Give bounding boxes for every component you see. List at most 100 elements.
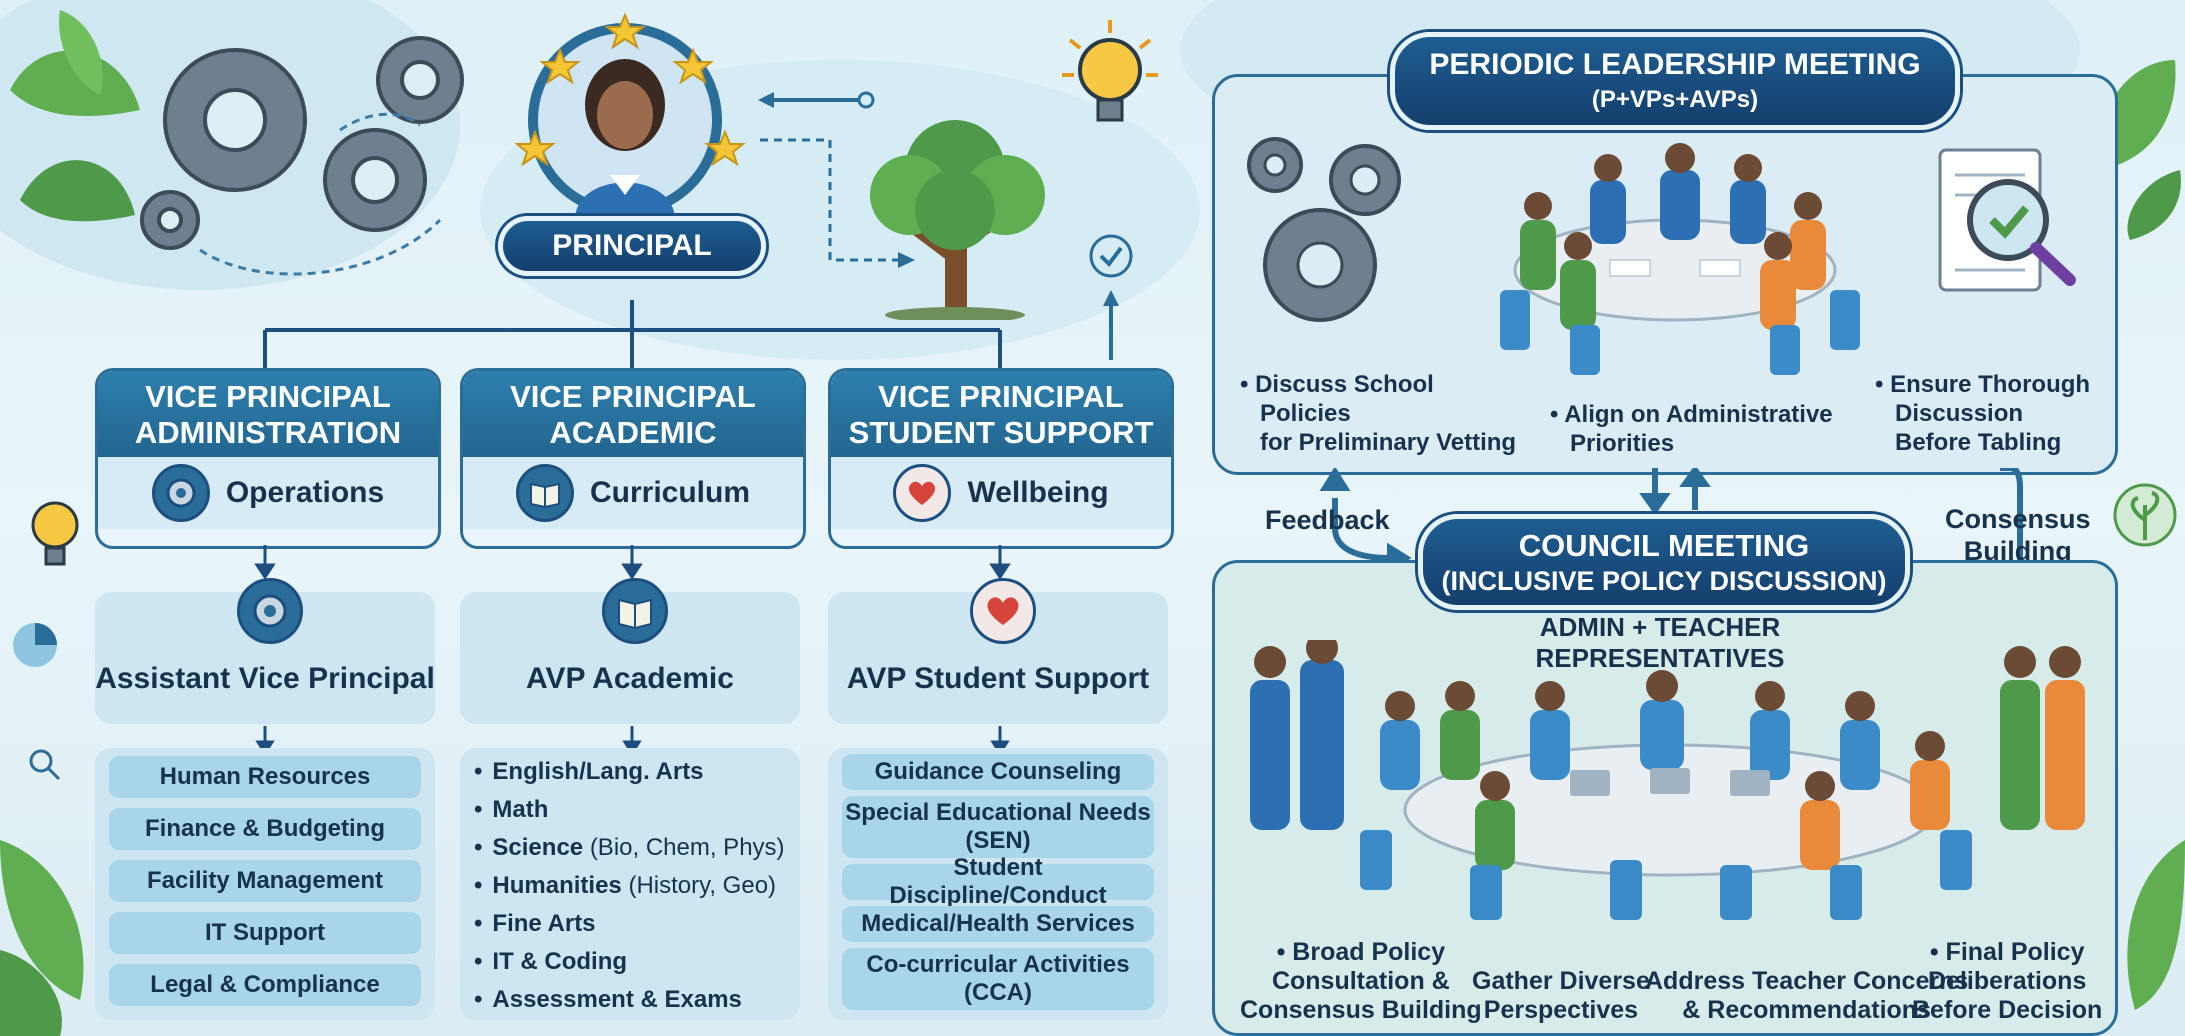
bullet-line: Address Teacher Concerns bbox=[1645, 967, 1969, 995]
vp-title-line2: STUDENT SUPPORT bbox=[848, 415, 1154, 450]
flow-arrows bbox=[1319, 468, 2036, 608]
subject-name: English/Lang. Arts bbox=[492, 758, 704, 785]
subject-detail: (History, Geo) bbox=[628, 872, 777, 899]
vp-title: VICE PRINCIPAL ADMINISTRATION bbox=[98, 371, 438, 457]
list-item-line1: Co-curricular Activities bbox=[866, 951, 1130, 978]
pie-chart-icon bbox=[13, 623, 57, 667]
vp-title-line1: VICE PRINCIPAL bbox=[878, 379, 1124, 414]
list-item: •IT & Coding bbox=[474, 948, 628, 975]
gear-icon bbox=[151, 464, 210, 522]
tree-icon bbox=[870, 120, 1045, 320]
heart-icon bbox=[970, 578, 1036, 644]
academic-subjects-list: •English/Lang. Arts •Math •Science (Bio,… bbox=[460, 748, 800, 1020]
vp-administration-card: VICE PRINCIPAL ADMINISTRATION Operations bbox=[95, 368, 441, 549]
vp-focus: Operations bbox=[98, 457, 438, 529]
subject-name: Science bbox=[492, 834, 584, 861]
leadership-title: PERIODIC LEADERSHIP MEETING bbox=[1429, 48, 1921, 81]
list-item: •Science (Bio, Chem, Phys) bbox=[474, 834, 785, 861]
vp-title: VICE PRINCIPAL ACADEMIC bbox=[463, 371, 803, 457]
leadership-meeting-title: PERIODIC LEADERSHIP MEETING (P+VPs+AVPs) bbox=[1390, 32, 1960, 130]
subject-name: IT & Coding bbox=[492, 948, 628, 975]
vp-academic-card: VICE PRINCIPAL ACADEMIC Curriculum bbox=[460, 368, 806, 549]
bullet-line: Broad Policy bbox=[1292, 938, 1446, 966]
council-title: COUNCIL MEETING bbox=[1518, 527, 1810, 563]
bullet-line: Align on Administrative bbox=[1564, 401, 1833, 428]
leadership-bullet-2: • Align on Administrative Priorities bbox=[1550, 401, 1833, 457]
list-item: •Humanities (History, Geo) bbox=[474, 872, 777, 899]
leadership-bullet-1: • Discuss School Policies for Preliminar… bbox=[1240, 371, 1517, 456]
bullet-line: & Recommendations bbox=[1682, 996, 1931, 1024]
org-connector bbox=[263, 300, 1002, 372]
vp-student-support-card: VICE PRINCIPAL STUDENT SUPPORT Wellbeing bbox=[828, 368, 1174, 549]
document-check-icon bbox=[1938, 148, 2076, 292]
list-item: Special Educational Needs (SEN) bbox=[842, 796, 1154, 858]
list-item: •English/Lang. Arts bbox=[474, 758, 704, 785]
list-item: Guidance Counseling bbox=[842, 754, 1154, 790]
gears-icon bbox=[1247, 137, 1401, 322]
leaf-decoration bbox=[10, 10, 140, 222]
bullet-line: Consensus Building bbox=[1240, 996, 1482, 1024]
bullet-line: Final Policy bbox=[1945, 938, 2085, 966]
feedback-label: Feedback bbox=[1265, 505, 1390, 535]
check-icon bbox=[1089, 234, 1133, 360]
leaf-decoration bbox=[2127, 840, 2185, 1010]
subject-name: Math bbox=[492, 796, 549, 823]
book-icon bbox=[515, 464, 574, 522]
vp-focus-label: Curriculum bbox=[589, 476, 751, 509]
council-bullet-3: Address Teacher Concerns & Recommendatio… bbox=[1645, 967, 1968, 1025]
bullet-line: Gather Diverse bbox=[1472, 967, 1650, 995]
council-subtitle: (INCLUSIVE POLICY DISCUSSION) bbox=[1441, 565, 1887, 596]
bullet-line: Before Decision bbox=[1912, 996, 2103, 1024]
council-members-label: ADMIN + TEACHER REPRESENTATIVES bbox=[1535, 612, 1785, 673]
council-bullet-2: Gather Diverse Perspectives bbox=[1472, 967, 1650, 1025]
bullet-line: Policies bbox=[1260, 400, 1351, 427]
subject-name: Assessment & Exams bbox=[492, 986, 742, 1013]
flow-arrows bbox=[758, 91, 915, 268]
leaf-decoration bbox=[0, 840, 84, 1036]
vp-focus: Curriculum bbox=[463, 457, 803, 529]
lightbulb-icon bbox=[1062, 20, 1158, 122]
principal-portrait bbox=[515, 12, 746, 220]
list-item: Finance & Budgeting bbox=[109, 808, 421, 850]
vp-title-line1: VICE PRINCIPAL bbox=[145, 379, 391, 414]
principal-label: PRINCIPAL bbox=[552, 229, 712, 262]
gear-icon bbox=[237, 578, 303, 644]
list-item: Legal & Compliance bbox=[109, 964, 421, 1006]
bullet-line: Deliberations bbox=[1927, 967, 2087, 995]
list-item: Facility Management bbox=[109, 860, 421, 902]
leadership-subtitle: (P+VPs+AVPs) bbox=[1591, 86, 1759, 113]
consensus-label-line1: Consensus bbox=[1945, 504, 2091, 534]
book-icon bbox=[602, 578, 668, 644]
vp-title-line2: ACADEMIC bbox=[549, 415, 717, 450]
list-item: •Fine Arts bbox=[474, 910, 596, 937]
list-item: Co-curricular Activities (CCA) bbox=[842, 948, 1154, 1010]
list-item: •Assessment & Exams bbox=[474, 986, 742, 1013]
bullet-line: Priorities bbox=[1570, 430, 1675, 457]
subject-name: Humanities bbox=[492, 872, 622, 899]
bullet-line: Discussion bbox=[1895, 400, 2024, 427]
leadership-bullet-3: • Ensure Thorough Discussion Before Tabl… bbox=[1875, 371, 2091, 456]
bullet-line: Consultation & bbox=[1271, 967, 1450, 995]
council-bullet-4: • Final Policy Deliberations Before Deci… bbox=[1912, 938, 2103, 1024]
list-item: Human Resources bbox=[109, 756, 421, 798]
vp-focus-label: Operations bbox=[225, 476, 385, 509]
vp-title-line2: ADMINISTRATION bbox=[134, 415, 402, 450]
principal-badge: PRINCIPAL bbox=[498, 216, 766, 276]
bullet-line: Ensure Thorough bbox=[1890, 371, 2091, 398]
consensus-label: Consensus Building bbox=[1945, 503, 2091, 567]
list-item-line2: (SEN) bbox=[965, 827, 1031, 854]
vp-title: VICE PRINCIPAL STUDENT SUPPORT bbox=[831, 371, 1171, 457]
heart-icon bbox=[893, 464, 952, 522]
leadership-meeting-illustration bbox=[1500, 143, 1860, 375]
list-item: Medical/Health Services bbox=[842, 906, 1154, 942]
admin-duties-list: Human Resources Finance & Budgeting Faci… bbox=[95, 748, 435, 1020]
list-item: Student Discipline/Conduct bbox=[842, 854, 1154, 909]
vp-focus: Wellbeing bbox=[831, 457, 1171, 529]
avp-list-arrows bbox=[255, 726, 1010, 756]
list-item: •Math bbox=[474, 796, 549, 823]
avp-admin-card: Assistant Vice Principal bbox=[95, 592, 435, 724]
avp-label: Assistant Vice Principal bbox=[95, 662, 435, 695]
council-meeting-title: COUNCIL MEETING (INCLUSIVE POLICY DISCUS… bbox=[1418, 514, 1910, 610]
bullet-line: Before Tabling bbox=[1895, 429, 2062, 456]
list-item-line2: (CCA) bbox=[964, 979, 1032, 1006]
